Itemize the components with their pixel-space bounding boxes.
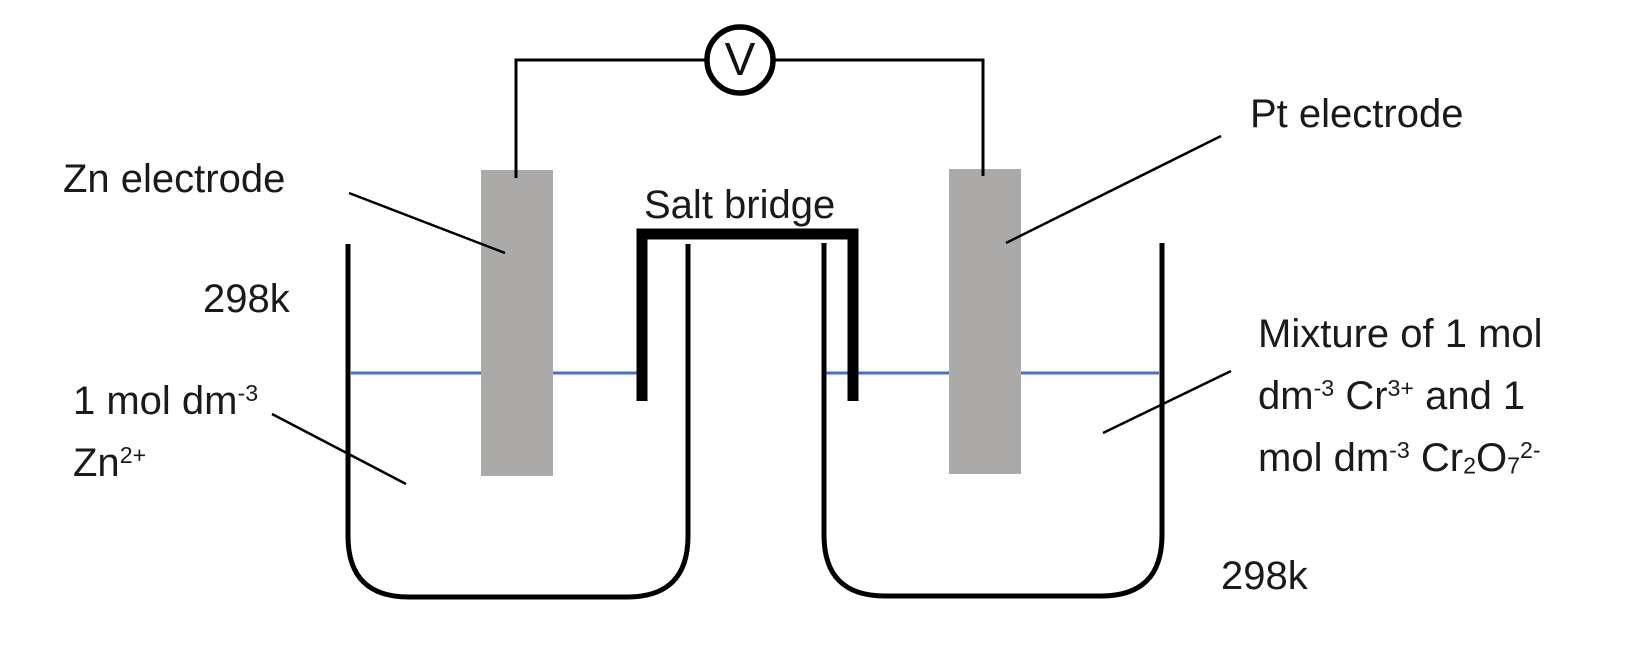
left-solution-line2-sup: 2+ [119,441,147,468]
zn-electrode-leader-line [348,191,506,255]
beaker-right [821,243,1165,599]
right-solution-leader-line [1102,369,1232,435]
right-solution-line1: Mixture of 1 mol [1258,312,1543,356]
voltmeter-v-label: V [724,33,756,85]
temperature-label-right: 298k [1221,554,1308,598]
right-solution-line3b: Cr [1409,435,1464,480]
pt-electrode-label: Pt electrode [1250,92,1464,136]
right-solution-line2-sup1: -3 [1313,375,1335,401]
right-solution-line2a: dm [1258,373,1314,418]
salt-bridge-label: Salt bridge [644,183,836,227]
right-solution-line2c: and 1 [1413,373,1526,418]
left-solution-line1-sup: -3 [237,380,259,406]
wire-right [773,58,985,176]
zn-electrode-label: Zn electrode [63,157,286,201]
right-solution-line3-sup2: 2- [1520,436,1541,463]
right-solution-line3-sup1: -3 [1389,436,1410,463]
salt-bridge-tube [636,228,859,401]
right-solution-line3-sub1: 2 [1463,452,1476,479]
pt-electrode-bar [949,169,1021,474]
right-solution-line2-sup2: 3+ [1387,375,1414,401]
left-solution-label: 1 mol dm-3 Zn2+ [73,366,258,490]
right-solution-label: Mixture of 1 mol dm-3 Cr3+ and 1 mol dm-… [1258,307,1543,492]
right-solution-line3-sub2: 7 [1507,452,1521,479]
left-solution-leader-line [271,412,407,486]
pt-electrode-leader-line [1005,134,1222,245]
leader-lines [271,134,1232,486]
zn-electrode-bar [481,170,553,476]
right-solution-line2b: Cr [1334,373,1388,418]
left-solution-line1: 1 mol dm [73,378,238,423]
voltmeter-circle-V-icon [704,24,776,96]
right-solution-line3c: O [1476,435,1508,480]
beaker-left [345,244,691,600]
temperature-label-left: 298k [203,277,290,321]
right-solution-line3a: mol dm [1258,435,1390,480]
left-solution-line2: Zn [73,440,120,485]
wire-left [514,58,707,178]
